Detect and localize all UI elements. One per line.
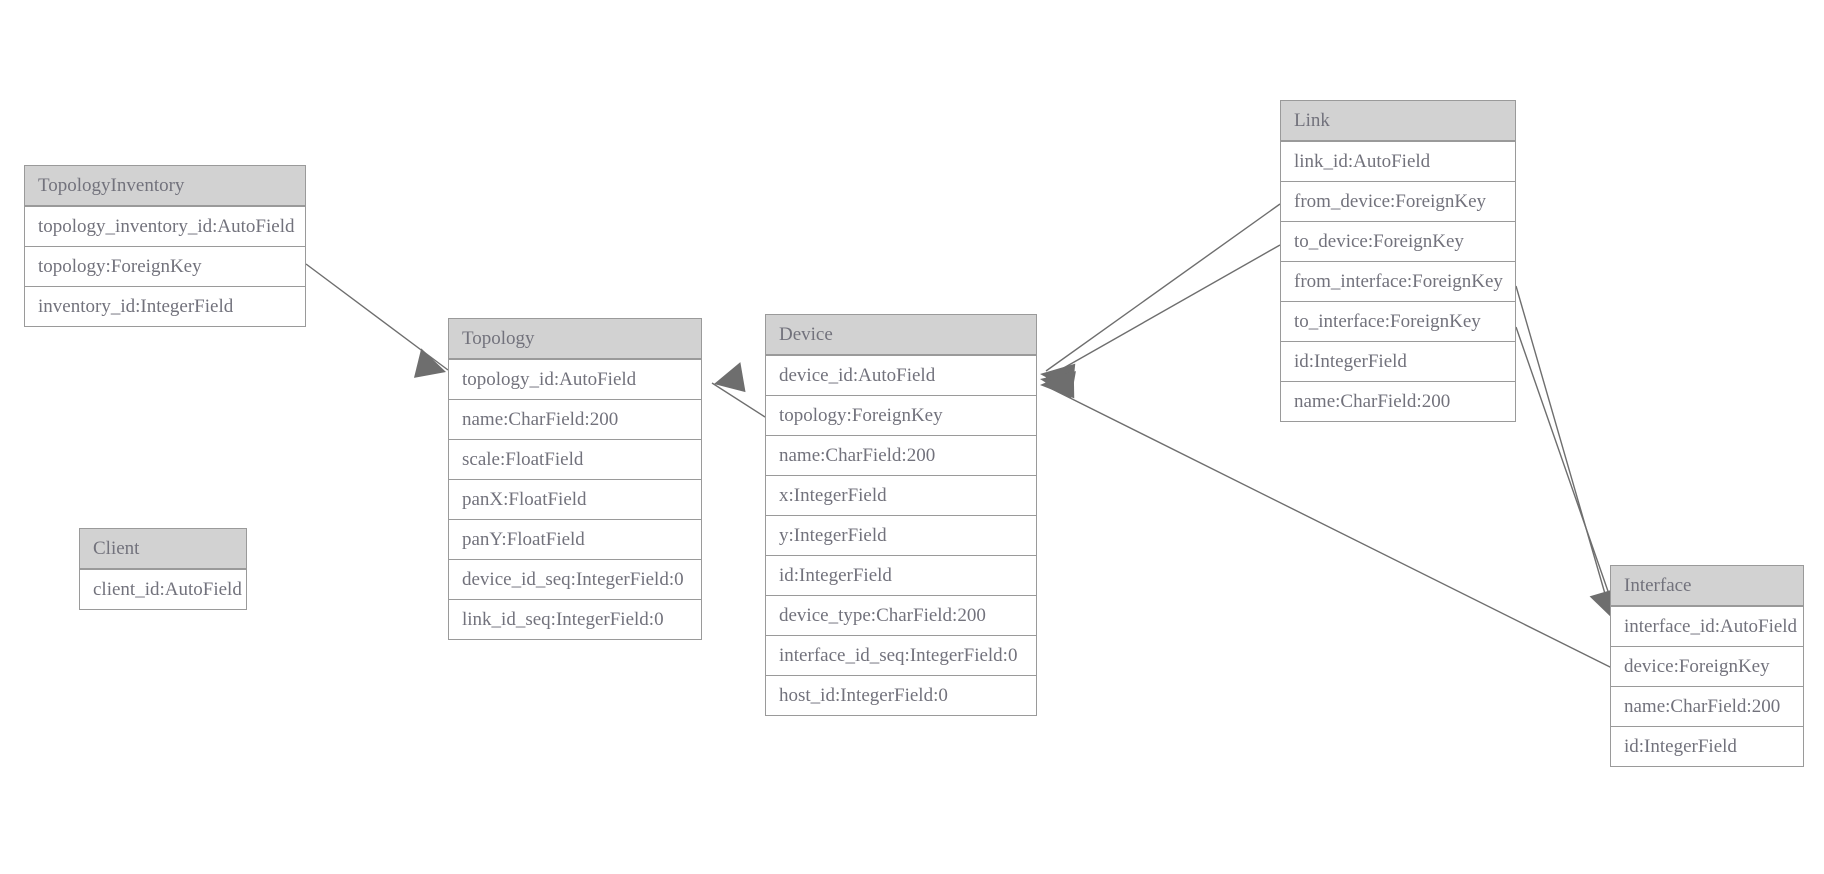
entity-field: host_id:IntegerField:0 — [766, 675, 1036, 715]
entity-field: panY:FloatField — [449, 519, 701, 559]
entity-field: device_id_seq:IntegerField:0 — [449, 559, 701, 599]
entity-field: y:IntegerField — [766, 515, 1036, 555]
entity-field: id:IntegerField — [1281, 341, 1515, 381]
edge-link-to-device-to-device — [1040, 244, 1281, 399]
entity-field: link_id:AutoField — [1281, 141, 1515, 181]
entity-field: id:IntegerField — [766, 555, 1036, 595]
entity-field: to_interface:ForeignKey — [1281, 301, 1515, 341]
entity-title: Device — [766, 315, 1036, 355]
entity-field: client_id:AutoField — [80, 569, 246, 609]
entity-interface[interactable]: Interface interface_id:AutoField device:… — [1610, 565, 1804, 767]
entity-field: topology:ForeignKey — [766, 395, 1036, 435]
entity-field: interface_id_seq:IntegerField:0 — [766, 635, 1036, 675]
entity-title: TopologyInventory — [25, 166, 305, 206]
entity-field: interface_id:AutoField — [1611, 606, 1803, 646]
entity-field: to_device:ForeignKey — [1281, 221, 1515, 261]
entity-topology[interactable]: Topology topology_id:AutoField name:Char… — [448, 318, 702, 640]
entity-title: Interface — [1611, 566, 1803, 606]
entity-field: scale:FloatField — [449, 439, 701, 479]
entity-field: inventory_id:IntegerField — [25, 286, 305, 326]
edge-topologyinventory-to-topology — [305, 263, 449, 378]
entity-field: link_id_seq:IntegerField:0 — [449, 599, 701, 639]
entity-field: topology:ForeignKey — [25, 246, 305, 286]
entity-field: name:CharField:200 — [766, 435, 1036, 475]
entity-field: device_id:AutoField — [766, 355, 1036, 395]
entity-device[interactable]: Device device_id:AutoField topology:Fore… — [765, 314, 1037, 716]
entity-title: Topology — [449, 319, 701, 359]
entity-field: x:IntegerField — [766, 475, 1036, 515]
edge-link-from-interface-to-interface — [1515, 285, 1615, 620]
edge-device-to-topology — [711, 362, 766, 418]
entity-field: topology_inventory_id:AutoField — [25, 206, 305, 246]
entity-field: panX:FloatField — [449, 479, 701, 519]
entity-topology-inventory[interactable]: TopologyInventory topology_inventory_id:… — [24, 165, 306, 327]
edge-link-from-device-to-device — [1040, 203, 1281, 392]
entity-link[interactable]: Link link_id:AutoField from_device:Forei… — [1280, 100, 1516, 422]
entity-field: name:CharField:200 — [1611, 686, 1803, 726]
entity-field: name:CharField:200 — [1281, 381, 1515, 421]
entity-field: from_device:ForeignKey — [1281, 181, 1515, 221]
entity-field: id:IntegerField — [1611, 726, 1803, 766]
entity-field: device:ForeignKey — [1611, 646, 1803, 686]
entity-title: Client — [80, 529, 246, 569]
entity-client[interactable]: Client client_id:AutoField — [79, 528, 247, 610]
entity-field: topology_id:AutoField — [449, 359, 701, 399]
entity-title: Link — [1281, 101, 1515, 141]
entity-field: device_type:CharField:200 — [766, 595, 1036, 635]
entity-field: from_interface:ForeignKey — [1281, 261, 1515, 301]
entity-field: name:CharField:200 — [449, 399, 701, 439]
